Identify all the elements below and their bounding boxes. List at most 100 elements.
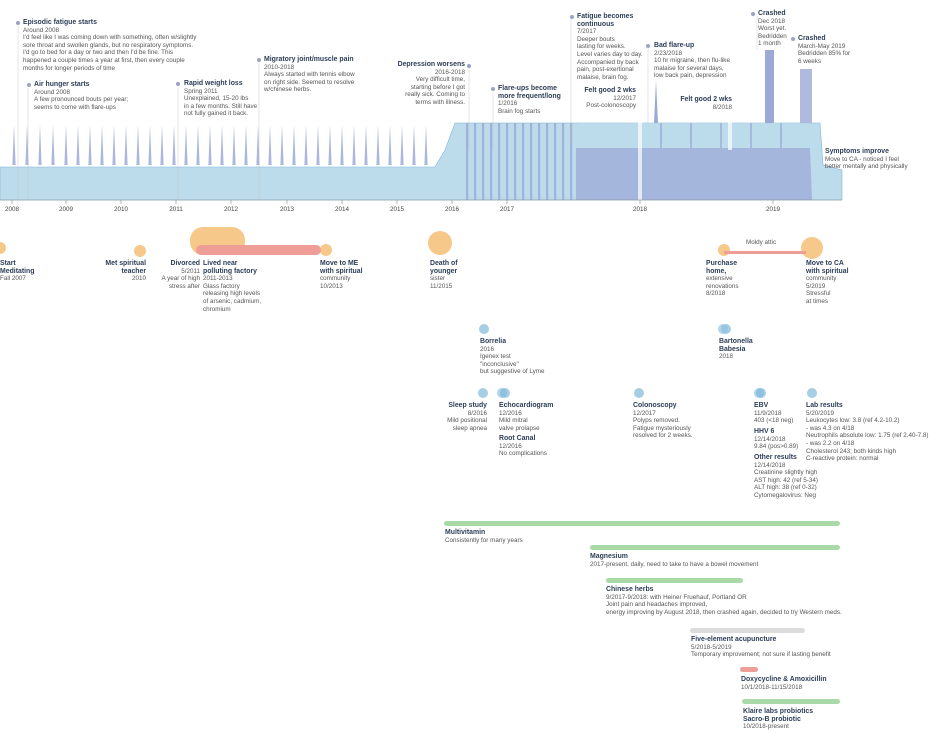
text-line: malaise for several days, <box>654 64 724 72</box>
text-line: 2016 <box>480 345 495 353</box>
flare-spike <box>690 123 692 148</box>
text-line: 12/14/2018 <box>754 435 786 443</box>
text-line: - was 4.3 on 4/18 <box>806 424 855 432</box>
text-line: 2010-2018 <box>264 63 295 71</box>
text-line: on right side. Seemed to resolve <box>264 78 355 86</box>
label-dot <box>570 15 574 19</box>
text-line: Neutrophils absolute low: 1.75 (ref 2.40… <box>806 432 929 440</box>
label-dot <box>176 82 180 86</box>
year-label: 2016 <box>444 206 460 213</box>
title: EBV <box>754 402 769 409</box>
text-line: continuous <box>577 20 615 28</box>
text-line: with spiritual <box>806 267 849 275</box>
text-line: 1 month <box>758 40 781 48</box>
text-line: Moldy attic <box>746 239 777 246</box>
label-dot <box>257 58 261 62</box>
text-line: Spring 2011 <box>184 87 218 95</box>
flare-spike <box>292 125 296 165</box>
text-line: 8/2018 <box>712 103 732 111</box>
text-line: Cholesterol 243; both kinds high <box>806 447 896 455</box>
text-line: - was 2.2 on 4/18 <box>806 439 855 447</box>
text-line: 2016-2018 <box>434 68 465 76</box>
title: Chinese herbs <box>606 586 654 593</box>
text-line: 10/1/2018-11/15/2018 <box>741 683 803 691</box>
text-line: happened a couple times a year at first,… <box>23 56 185 64</box>
text-line: 2017-present, daily, need to take to hav… <box>590 560 759 568</box>
text-line: energy improving by August 2018, then cr… <box>606 608 842 616</box>
text-line: 2010 <box>131 275 146 283</box>
flare-spike <box>51 125 55 165</box>
flare-spike <box>160 125 164 165</box>
label-dot <box>16 21 20 25</box>
text-line: Fall 2007 <box>0 275 26 283</box>
title: Other results <box>754 454 797 461</box>
title: Air hunger starts <box>34 81 90 88</box>
text-line: sore throat and swollen glands, but no r… <box>23 41 194 49</box>
label-dot <box>646 44 650 48</box>
title: Episodic fatigue starts <box>23 19 97 26</box>
treatment-bar <box>590 545 840 550</box>
text-line: I'd go to bed for a day or two and then … <box>23 49 174 57</box>
diagnosis-marker <box>718 324 728 334</box>
flare-spike <box>400 125 404 165</box>
text-line: 12/2016 <box>499 409 522 417</box>
text-line: Deeper bouts <box>577 35 615 43</box>
text-line: C-reactive protein: normal <box>806 455 879 463</box>
year-label: 2013 <box>279 206 295 213</box>
text-line: Polyps removed. <box>633 417 680 425</box>
text-line: Sacro-B probiotic <box>743 715 801 723</box>
moldy-attic-bar <box>724 251 806 254</box>
title: Flare-ups become <box>498 85 557 92</box>
text-line: Unexplained, 15-20 lbs <box>184 95 249 103</box>
flare-spike <box>268 125 272 165</box>
text-line: months for longer periods of time <box>23 64 116 72</box>
text-line: resolved for 2 weeks. <box>633 432 693 440</box>
factory-exposure-bar <box>196 245 321 255</box>
text-line: Level varies day to day. <box>577 50 643 58</box>
title: Start <box>0 260 16 267</box>
title: Echocardiogram <box>499 402 554 409</box>
label-dot <box>467 64 471 68</box>
text-line: 5/2011 <box>181 267 200 275</box>
title: Migratory joint/muscle pain <box>264 56 354 63</box>
flare-spike <box>244 125 248 165</box>
text-line: A year of high <box>161 275 200 283</box>
flare-spike <box>482 123 485 200</box>
flare-spike <box>232 125 236 165</box>
text-line: A few pronounced bouts per year; <box>34 96 129 104</box>
text-line: I'd feel like I was coming down with som… <box>23 34 197 42</box>
flare-spike <box>64 125 68 165</box>
title: Magnesium <box>590 553 628 560</box>
text-line: Babesia <box>719 345 746 353</box>
text-line: 7/2017 <box>577 28 597 36</box>
flare-spike <box>546 123 549 200</box>
title: Five-element acupuncture <box>691 636 777 643</box>
text-line: seems to come with flare-ups <box>34 103 116 111</box>
flare-spike <box>498 123 501 200</box>
flare-spike <box>316 125 320 165</box>
text-line: sleep apnea <box>452 424 487 432</box>
flare-spike <box>280 125 284 165</box>
flare-spike <box>538 123 541 200</box>
text-line: Bedridden <box>758 32 787 40</box>
text-line: 9.84 (pos>0.89) <box>754 443 799 451</box>
text-line: Bedridden 85% for <box>798 50 851 58</box>
flare-spike <box>38 125 42 165</box>
flare-spike <box>340 125 344 165</box>
text-line: Stressful <box>806 290 831 298</box>
title: Depression worsens <box>397 61 465 68</box>
title: Lab results <box>806 402 843 409</box>
flare-spike <box>172 125 176 165</box>
